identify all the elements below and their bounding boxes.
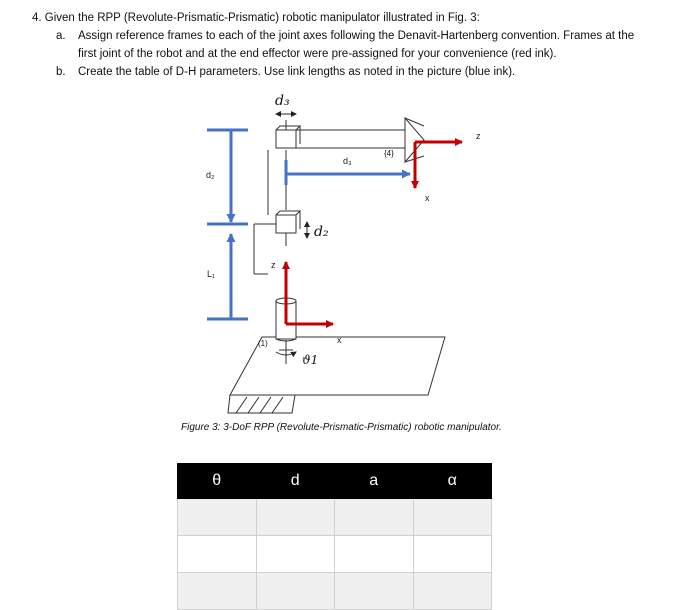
base-platform (227, 336, 446, 414)
base-z-label: z (271, 260, 276, 270)
dh-cell[interactable] (412, 498, 492, 536)
base-frame (282, 261, 334, 328)
item-a-label: a. (56, 30, 66, 42)
frame4-label: {4} (384, 149, 394, 158)
dh-cell[interactable] (334, 572, 414, 610)
d2-joint-label: d₂ (314, 224, 329, 240)
dh-cell[interactable] (412, 535, 492, 573)
question-title: 4. Given the RPP (Revolute-Prismatic-Pri… (32, 12, 480, 24)
dh-cell[interactable] (177, 498, 257, 536)
L1-length-label: L₁ (207, 269, 215, 279)
dh-row (177, 498, 492, 536)
dh-cell[interactable] (177, 535, 257, 573)
dh-cell[interactable] (255, 572, 335, 610)
theta1-label: ϑ1 (302, 353, 318, 367)
prismatic-joint-3 (275, 125, 302, 149)
d2-length-label: d₂ (206, 170, 215, 180)
dh-cell[interactable] (334, 498, 414, 536)
link-length-d2 (207, 128, 248, 226)
end-z-label: z (476, 131, 481, 141)
base-x-label: x (337, 335, 342, 345)
frame1-label: (1) (258, 339, 268, 348)
prismatic-joint-2 (275, 210, 302, 234)
robot-figure: d₃ d₂ ϑ1 {4} d₂ L₁ d₃ (206, 93, 481, 414)
dh-cell[interactable] (177, 572, 257, 610)
dh-row (177, 535, 492, 573)
dh-header-row: θ d a α (177, 463, 492, 499)
header-theta: θ (177, 463, 257, 499)
header-a: a (334, 463, 414, 499)
dh-row (177, 572, 492, 610)
link-length-d3 (284, 160, 411, 185)
dh-parameter-table: θ d a α (177, 463, 492, 610)
item-b-text: Create the table of D-H parameters. Use … (78, 66, 516, 78)
theta1-rotation-arrow (275, 351, 297, 358)
d3-length-label: d₃ (343, 156, 352, 166)
dh-cell[interactable] (255, 535, 335, 573)
dh-cell[interactable] (255, 498, 335, 536)
link-length-L1 (207, 233, 248, 321)
dh-cell[interactable] (412, 572, 492, 610)
d3-top-label: d₃ (275, 93, 290, 109)
end-x-label: x (425, 193, 430, 203)
dh-cell[interactable] (334, 535, 414, 573)
question-item-b: b. Create the table of D-H parameters. U… (56, 64, 653, 82)
header-d: d (255, 463, 335, 499)
question-item-a: a. Assign reference frames to each of th… (56, 28, 653, 63)
item-a-text: Assign reference frames to each of the j… (78, 30, 635, 60)
item-b-label: b. (56, 66, 66, 78)
end-effector-frame (411, 138, 463, 189)
header-alpha: α (412, 463, 492, 499)
figure-caption: Figure 3: 3-DoF RPP (Revolute-Prismatic-… (181, 422, 502, 433)
